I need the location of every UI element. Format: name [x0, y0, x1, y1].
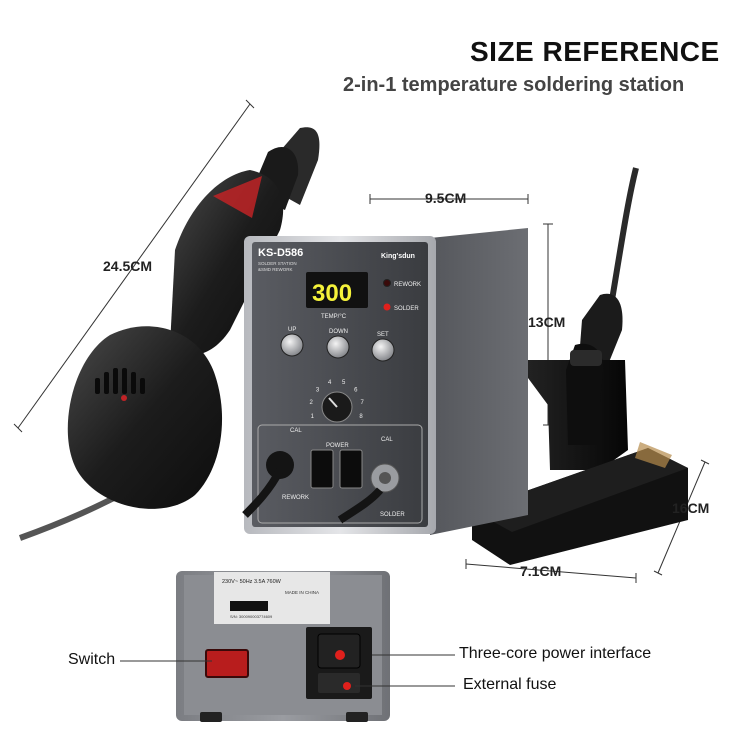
rework-indicator-label: REWORK	[394, 282, 421, 288]
dim-gun-length: 24.5CM	[103, 258, 153, 274]
dim-station-height: 13CM	[528, 314, 566, 330]
rating-label: 230V~ 50Hz 3.5A 760W	[222, 579, 282, 585]
knob-tick-label: 3	[316, 387, 320, 393]
soldering-iron-stand	[472, 167, 688, 565]
station-body: 300	[242, 228, 528, 535]
rear-panel	[176, 571, 390, 722]
serial-label: S/N: 300090003774609	[230, 614, 273, 619]
down-label: DOWN	[329, 329, 348, 335]
dim-station-width: 9.5CM	[425, 190, 467, 206]
knob-tick-label: 1	[311, 414, 315, 420]
page-title: SIZE REFERENCE	[470, 36, 720, 67]
power-label: POWER	[326, 443, 349, 449]
knob-scale: 1 2 3 4 5 6 7 8	[310, 380, 365, 420]
model-name: KS-D586	[258, 247, 303, 259]
callout-switch: Switch	[68, 651, 116, 668]
knob-tick-label: 5	[342, 380, 346, 386]
solder-port-label: SOLDER	[380, 512, 405, 518]
model-sub2: &SMD REWORK	[258, 267, 293, 272]
knob-tick-label: 2	[310, 400, 314, 406]
seven-seg-display: 300	[312, 280, 352, 307]
callout-fuse: External fuse	[463, 676, 557, 693]
dim-stand-width: 7.1CM	[520, 563, 562, 579]
cal-left-label: CAL	[290, 428, 302, 434]
cal-right-label: CAL	[381, 437, 393, 443]
knob-tick-label: 8	[359, 414, 363, 420]
knob-tick-label: 4	[328, 380, 332, 386]
brand-label: King'sdun	[381, 253, 415, 260]
knob-tick-label: 7	[361, 400, 365, 406]
solder-indicator-label: SOLDER	[394, 306, 419, 312]
callout-lines	[120, 654, 455, 687]
page-subtitle: 2-in-1 temperature soldering station	[343, 74, 685, 96]
made-in-label: MADE IN CHINA	[285, 590, 319, 595]
set-label: SET	[377, 332, 389, 338]
knob-tick-label: 6	[354, 387, 358, 393]
up-label: UP	[288, 327, 296, 333]
hot-air-gun	[18, 127, 320, 541]
model-sub1: SOLDER STATION	[258, 261, 297, 266]
temp-label: TEMP/°C	[321, 314, 347, 320]
temperature-readout: 300	[312, 280, 352, 307]
dim-stand-depth: 16CM	[672, 500, 710, 516]
rework-port-label: REWORK	[282, 495, 309, 501]
callout-power-interface: Three-core power interface	[459, 645, 652, 662]
